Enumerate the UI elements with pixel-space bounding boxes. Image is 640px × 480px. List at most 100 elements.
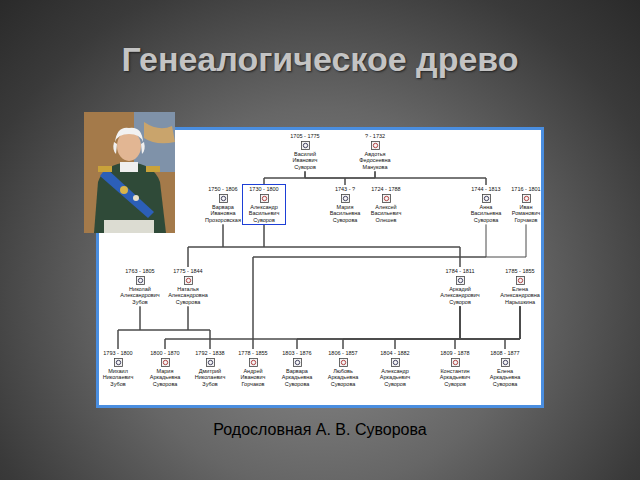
family-line — [455, 306, 520, 349]
life-dates: 1778 - 1855 — [233, 350, 273, 357]
person-name: Елена Александровна Нарышкина — [495, 286, 545, 306]
family-line — [253, 224, 486, 349]
life-dates: 1809 - 1878 — [435, 350, 475, 357]
person-name: Аркадий Александрович Суворов — [435, 286, 485, 306]
person-node: 1792 - 1838Дмитрий Николаевич Зубов — [190, 350, 230, 387]
life-dates: 1792 - 1838 — [190, 350, 230, 357]
person-node: 1784 - 1811Аркадий Александрович Суворов — [435, 268, 485, 305]
person-icon — [341, 194, 350, 203]
person-name: Мария Васильевна Суворова — [325, 204, 365, 224]
family-line — [345, 171, 375, 185]
person-node: 1775 - 1844Наталья Александровна Суворов… — [165, 268, 211, 305]
person-node: 1750 - 1806Варвара Ивановна Прозоровская — [203, 186, 243, 223]
person-icon — [501, 358, 510, 367]
person-name: Иван Романович Горчаков — [506, 204, 546, 224]
family-line — [264, 224, 460, 267]
life-dates: 1775 - 1844 — [165, 268, 211, 275]
life-dates: 1804 - 1882 — [375, 350, 415, 357]
family-line — [343, 306, 520, 349]
family-line — [188, 306, 210, 349]
person-name: Алексей Васильевич Олешев — [366, 204, 406, 224]
person-node: 1804 - 1882Александр Аркадьевич Суворов — [375, 350, 415, 387]
family-line — [253, 224, 526, 349]
person-name: Елена Аркадьевна Суворова — [485, 368, 525, 388]
life-dates: 1806 - 1857 — [323, 350, 363, 357]
person-icon — [482, 194, 491, 203]
slide-title: Генеалогическое древо — [0, 40, 640, 79]
person-node: 1705 - 1775Василий Иванович Суворов — [281, 133, 329, 170]
life-dates: 1743 - ? — [325, 186, 365, 193]
family-line — [455, 306, 460, 349]
life-dates: 1808 - 1877 — [485, 350, 525, 357]
family-line — [375, 171, 486, 185]
person-node: 1763 - 1805Николай Александрович Зубов — [117, 268, 163, 305]
person-icon — [114, 358, 123, 367]
family-line — [165, 306, 520, 349]
person-icon — [161, 358, 170, 367]
family-line — [297, 306, 520, 349]
family-line — [343, 306, 460, 349]
person-name: Константин Аркадьевич Суворов — [435, 368, 475, 388]
person-icon — [382, 194, 391, 203]
person-icon — [301, 141, 310, 150]
family-line — [118, 306, 188, 349]
life-dates: 1800 - 1870 — [145, 350, 185, 357]
person-node: 1716 - 1801Иван Романович Горчаков — [506, 186, 546, 223]
person-icon — [522, 194, 531, 203]
person-name: Александр Васильевич Суворов — [244, 204, 284, 224]
person-icon — [456, 276, 465, 285]
life-dates: ? - 1732 — [351, 133, 399, 140]
person-node: 1730 - 1800Александр Васильевич Суворов — [244, 186, 284, 223]
person-node: 1800 - 1870Мария Аркадьевна Суворова — [145, 350, 185, 387]
life-dates: 1793 - 1800 — [98, 350, 138, 357]
portrait-painting — [84, 112, 175, 233]
person-icon — [293, 358, 302, 367]
family-line — [297, 306, 460, 349]
person-node: 1803 - 1876Варвара Аркадьевна Суворова — [277, 350, 317, 387]
person-icon — [260, 194, 269, 203]
person-node: 1744 - 1813Анна Васильевна Суворова — [466, 186, 506, 223]
family-line — [223, 224, 460, 267]
person-icon — [339, 358, 348, 367]
person-icon — [451, 358, 460, 367]
family-line — [460, 306, 505, 349]
person-node: 1785 - 1855Елена Александровна Нарышкина — [495, 268, 545, 305]
family-line — [140, 306, 210, 349]
family-line — [118, 306, 140, 349]
life-dates: 1716 - 1801 — [506, 186, 546, 193]
person-name: Любовь Аркадьевна Суворова — [323, 368, 363, 388]
person-name: Наталья Александровна Суворова — [165, 286, 211, 306]
person-name: Дмитрий Николаевич Зубов — [190, 368, 230, 388]
person-name: Анна Васильевна Суворова — [466, 204, 506, 224]
person-name: Александр Аркадьевич Суворов — [375, 368, 415, 388]
person-node: 1793 - 1800Михаил Николаевич Зубов — [98, 350, 138, 387]
family-line — [395, 306, 520, 349]
person-icon — [391, 358, 400, 367]
life-dates: 1803 - 1876 — [277, 350, 317, 357]
family-line — [264, 171, 375, 185]
person-icon — [516, 276, 525, 285]
person-node: 1778 - 1855Андрей Иванович Горчаков — [233, 350, 273, 387]
family-line — [505, 306, 520, 349]
life-dates: 1784 - 1811 — [435, 268, 485, 275]
person-name: Николай Александрович Зубов — [117, 286, 163, 306]
person-node: 1743 - ? Мария Васильевна Суворова — [325, 186, 365, 223]
family-line — [395, 306, 460, 349]
life-dates: 1705 - 1775 — [281, 133, 329, 140]
person-name: Варвара Аркадьевна Суворова — [277, 368, 317, 388]
person-icon — [206, 358, 215, 367]
person-node: 1806 - 1857Любовь Аркадьевна Суворова — [323, 350, 363, 387]
life-dates: 1763 - 1805 — [117, 268, 163, 275]
life-dates: 1724 - 1788 — [366, 186, 406, 193]
family-line — [188, 224, 223, 267]
life-dates: 1730 - 1800 — [244, 186, 284, 193]
life-dates: 1744 - 1813 — [466, 186, 506, 193]
person-name: Василий Иванович Суворов — [281, 151, 329, 171]
life-dates: 1750 - 1806 — [203, 186, 243, 193]
person-node: 1808 - 1877Елена Аркадьевна Суворова — [485, 350, 525, 387]
person-name: Мария Аркадьевна Суворова — [145, 368, 185, 388]
person-icon — [371, 141, 380, 150]
person-name: Варвара Ивановна Прозоровская — [203, 204, 243, 224]
person-name: Авдотья Федосеевна Манукова — [351, 151, 399, 171]
person-node: 1809 - 1878Константин Аркадьевич Суворов — [435, 350, 475, 387]
